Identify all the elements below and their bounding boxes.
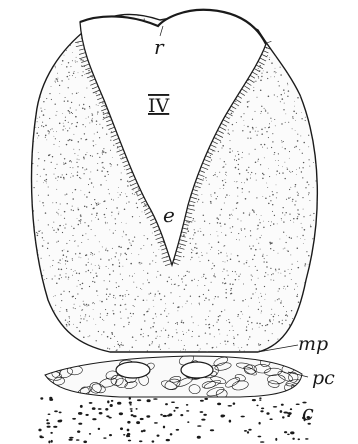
label-pc: pc: [312, 367, 335, 389]
vessel-oval: [181, 362, 213, 378]
label-c: c: [302, 401, 314, 425]
label-mp: mp: [298, 333, 328, 355]
vessel-oval: [116, 362, 150, 378]
label-fourth-ventricle: IV: [148, 95, 170, 117]
label-e: e: [163, 203, 175, 227]
cartilage-dots: [38, 397, 311, 444]
meninges-pad: [45, 356, 302, 397]
label-r: r: [154, 35, 165, 59]
